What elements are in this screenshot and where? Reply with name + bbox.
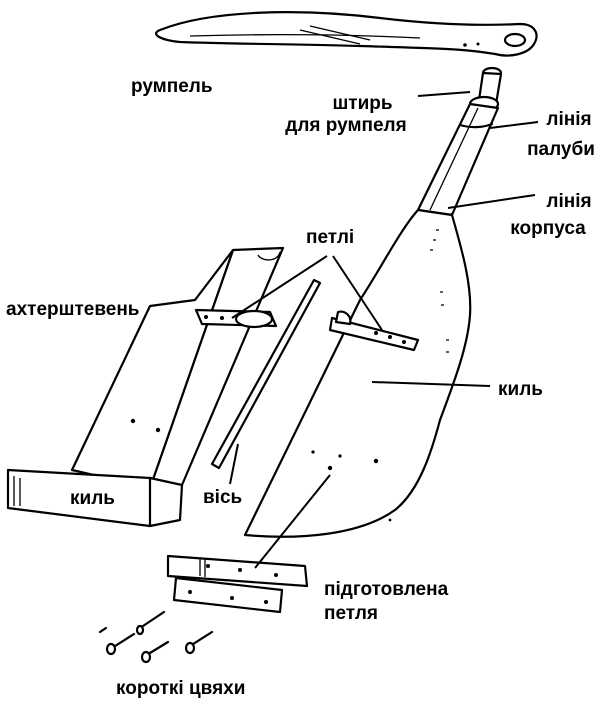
label-keel-right: киль	[498, 379, 543, 400]
tiller-part	[154, 11, 538, 57]
label-deck-line-line1: лінія	[546, 109, 592, 130]
short-nails-part	[98, 610, 214, 664]
label-hull-line-line1: лінія	[546, 191, 592, 212]
leader-lines	[229, 91, 539, 569]
label-axle: вісь	[203, 487, 243, 508]
label-keel-left: киль	[70, 488, 115, 509]
label-deck-line-line2: палуби	[527, 139, 595, 160]
hinge-right-part	[328, 310, 420, 352]
rudder-blade-part	[243, 66, 503, 538]
label-tiller: румпель	[131, 76, 213, 97]
label-prepared-hinge-line1: підготовлена	[324, 579, 449, 600]
prepared-hinge-part	[166, 554, 309, 614]
axle-part	[210, 278, 322, 470]
label-prepared-hinge-line2: петля	[324, 603, 379, 624]
label-tiller-pin-line2: для румпеля	[285, 115, 407, 136]
sternpost-part	[70, 246, 285, 490]
label-short-nails: короткі цвяхи	[116, 678, 246, 699]
label-hinges: петлі	[306, 227, 355, 248]
label-hull-line-line2: корпуса	[510, 218, 586, 239]
hinge-left-part	[194, 308, 278, 329]
label-sternpost: ахтерштевень	[6, 299, 140, 320]
label-tiller-pin-line1: штирь	[332, 93, 393, 114]
keel-block-part	[6, 468, 184, 528]
